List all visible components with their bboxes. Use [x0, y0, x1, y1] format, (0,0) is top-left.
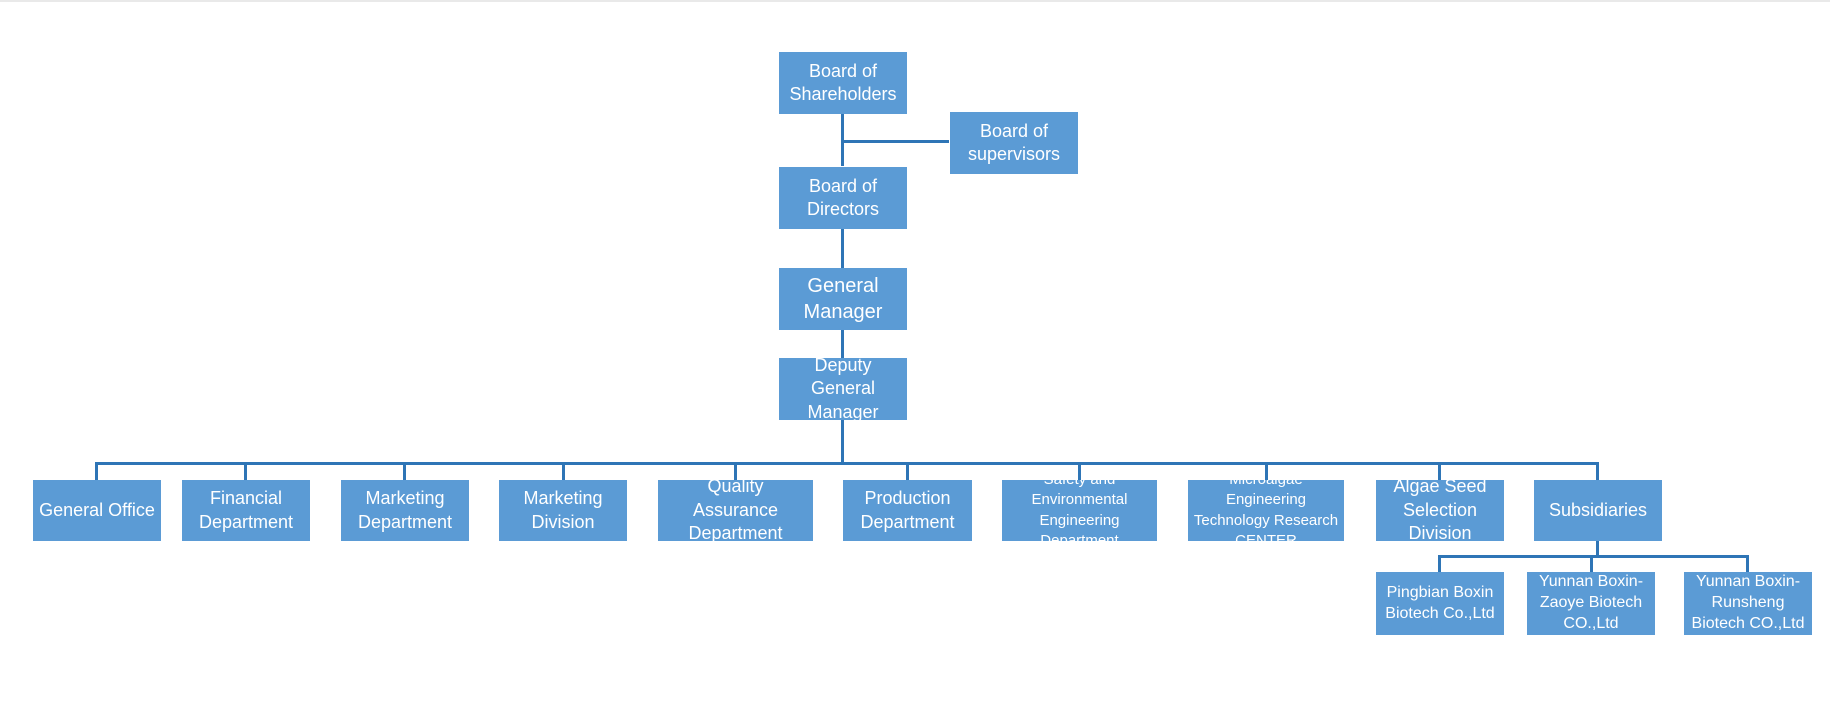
connector-drop-marketing-dept [403, 462, 406, 480]
connector-drop-pingbian [1438, 555, 1441, 572]
node-label-line: Board of [808, 175, 878, 196]
node-label-line: Pingbian Boxin [1386, 583, 1494, 601]
node-label-line: Department [1040, 531, 1119, 541]
connector-drop-algae-seed [1438, 462, 1441, 480]
node-label-line: Microalgae [1194, 480, 1338, 490]
node-label-line: Board of [808, 60, 878, 81]
node-board-of-directors: Board of Directors [779, 167, 907, 229]
connector-drop-runsheng [1746, 555, 1749, 572]
node-general-office: General Office [33, 480, 161, 541]
connector-drop-financial [244, 462, 247, 480]
node-label-line: Production [864, 488, 951, 509]
node-label-line: General [807, 275, 879, 297]
connector-directors-gm [841, 229, 844, 269]
node-label-line: Engineering [1039, 511, 1120, 529]
node-label-line: Marketing [365, 488, 445, 509]
connector-subsidiary-bus [1438, 555, 1749, 558]
node-label-line: Algae Seed [1393, 480, 1487, 497]
node-label-line: Shareholders [789, 84, 897, 104]
node-label-line: Directors [806, 199, 879, 219]
node-board-of-supervisors: Board of supervisors [950, 112, 1078, 174]
connector-drop-marketing-div [562, 462, 565, 480]
window-top-border [0, 0, 1830, 2]
connector-drop-qa [734, 462, 737, 480]
connector-department-bus [95, 462, 1599, 465]
node-label-line: CENTER [1235, 531, 1297, 541]
node-label-line: Engineering [1225, 491, 1307, 509]
node-board-of-shareholders: Board of Shareholders [779, 52, 907, 114]
node-label-line: Selection [1402, 499, 1478, 520]
node-label-line: CO.,Ltd [1563, 614, 1619, 632]
node-label-line: Runsheng [1711, 594, 1785, 612]
node-label-line: supervisors [967, 144, 1061, 164]
node-label-line: Biotech CO.,Ltd [1691, 614, 1805, 632]
connector-shareholders-directors [841, 114, 844, 166]
connector-drop-general-office [95, 462, 98, 480]
node-label-line: Division [1408, 523, 1472, 541]
connector-drop-microalgae [1265, 462, 1268, 480]
node-microalgae-engineering-technology-research-center: MicroalgaeEngineeringTechnology Research… [1188, 480, 1344, 541]
node-label-line: Yunnan Boxin- [1538, 573, 1644, 591]
node-label-line: Quality [707, 480, 764, 497]
node-label-line: Board of [979, 120, 1049, 141]
node-label-line: Manager [807, 401, 879, 420]
node-label-line: Assurance [692, 499, 779, 520]
node-safety-environmental-engineering-department: Safety andEnvironmentalEngineeringDepart… [1002, 480, 1157, 541]
connector-drop-subsidiaries [1596, 462, 1599, 480]
node-label-line: General Office [39, 499, 155, 520]
node-label-line: Department [198, 511, 294, 532]
connector-gm-deputy [841, 330, 844, 358]
node-label-line: General [810, 378, 876, 399]
node-label-line: Department [688, 523, 783, 541]
connector-drop-zaoye [1590, 555, 1593, 572]
node-subsidiaries: Subsidiaries [1534, 480, 1662, 541]
connector-subsidiaries-down [1596, 541, 1599, 557]
node-label-line: Department [860, 511, 955, 532]
node-label-line: Subsidiaries [1548, 499, 1648, 520]
node-label-line: Zaoye Biotech [1539, 594, 1643, 612]
connector-supervisors [843, 140, 949, 143]
connector-deputy-bus [841, 420, 844, 464]
node-label-line: Financial [209, 488, 283, 509]
node-label-line: Marketing [523, 488, 603, 509]
node-label-line: Department [357, 511, 453, 532]
node-label-line: Environmental [1031, 491, 1128, 509]
node-label-line: Deputy [814, 358, 872, 375]
node-label-line: Manager [803, 301, 883, 323]
node-label-line: Biotech Co.,Ltd [1385, 604, 1495, 622]
connector-drop-production [906, 462, 909, 480]
node-label-line: Yunnan Boxin- [1695, 573, 1801, 591]
connector-drop-safety [1078, 462, 1081, 480]
node-label-line: Safety and [1032, 480, 1128, 490]
node-label-line: Technology Research [1193, 511, 1339, 529]
node-label-line: Division [531, 511, 595, 532]
